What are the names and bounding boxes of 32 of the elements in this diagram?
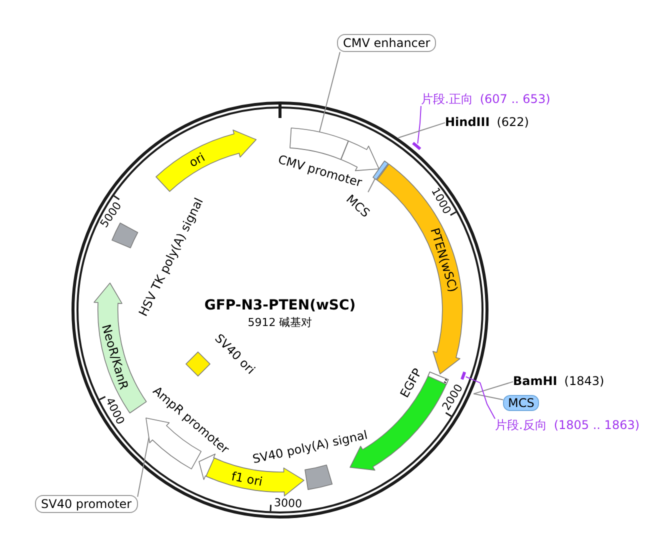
leader-line (473, 393, 504, 400)
plasmid-name: GFP-N3-PTEN(wSC) (204, 298, 356, 314)
feature-callout: CMV enhancer (337, 34, 436, 52)
leader-line (473, 381, 514, 394)
leader-line (368, 178, 376, 193)
fragment-name: 片段.正向 (421, 92, 473, 106)
plasmid-size: 5912 碱基对 (248, 316, 312, 330)
feature-label: f1 ori (230, 468, 264, 489)
feature-block (304, 464, 333, 491)
feature-segment (372, 160, 390, 181)
tick-label: 4000 (102, 395, 128, 427)
leader-line (417, 106, 422, 144)
feature-diamond (185, 351, 211, 377)
feature-label: ori (186, 150, 207, 170)
feature-callout: MCS (503, 395, 540, 411)
fragment-range: (607 .. 653) (480, 92, 550, 106)
leader-line (398, 122, 446, 138)
feature-band (154, 129, 258, 192)
feature-label: SV40 poly(A) signal (250, 428, 368, 466)
site-position: (622) (496, 115, 529, 129)
tick-label: 3000 (274, 496, 302, 512)
fragment-mark (461, 371, 466, 381)
leader-line (318, 52, 340, 133)
leader-line (465, 376, 496, 420)
feature-label: EGFP (398, 366, 425, 400)
site-position: (1843) (564, 374, 604, 388)
enzyme-name: BamHI (513, 374, 558, 388)
enzyme-name: HindIII (445, 115, 490, 129)
fragment-range: (1805 .. 1863) (554, 418, 640, 432)
fragment-name: 片段.反向 (495, 418, 547, 432)
fragment-mark (412, 142, 422, 150)
feature-callout: SV40 promoter (35, 495, 138, 513)
